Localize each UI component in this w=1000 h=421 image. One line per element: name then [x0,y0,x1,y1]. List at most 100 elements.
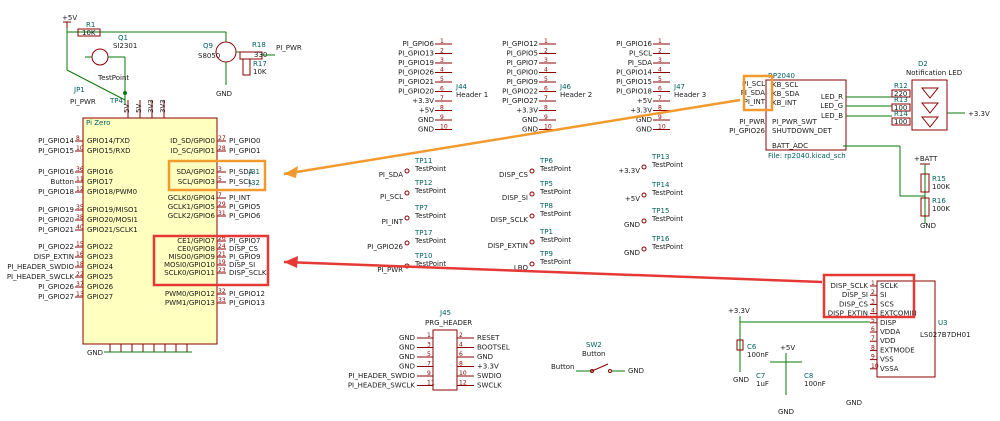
led-resistor-body [891,89,911,98]
r18-ref: R18 [252,41,266,49]
rp2040-pin-label: BATT_ADC [772,142,808,150]
pi-right-net: PI_INT [229,194,251,202]
pi-left-pin-num: 22 [76,271,84,278]
red-box-display-spi [822,273,916,319]
j45-left-num: 11 [427,380,435,387]
pi-top-pin-label: 3V3 [147,99,155,113]
rp2040-pin-label: KB_INT [772,99,797,107]
d2-ref: D2 [918,60,928,68]
pi-left-pin-name: GPIO24 [87,263,114,271]
testpoint-icon [404,240,410,246]
jp1-label: PI_PWR [70,98,96,106]
j45-right-net: SWCLK [477,382,502,390]
pi-right-pin-num: 21 [218,251,226,258]
tp4-ref: TP4 [109,97,123,105]
display-pin-name: SCLK [880,282,898,290]
header-pin-num: 4 [440,67,444,74]
pi-left-pin-num: 37 [76,281,84,288]
testpoint-label: TestPoint [414,260,446,268]
testpoint-icon [641,192,647,198]
testpoint-ref: TP6 [539,157,553,165]
pi-right-pin-name: ID_SC/GPIO1 [171,147,215,155]
pi-right-pin-name: GCLK2/GPIO6 [168,212,216,220]
header-pin-num: 3 [440,57,444,64]
testpoint-label: TestPoint [539,258,571,266]
pi-left-pin-num: 38 [76,214,84,221]
header-net: GND [522,126,538,134]
led-r-icon [920,87,940,99]
display-pin-num: 7 [871,335,875,342]
pi-right-pin-num: 19 [218,259,226,266]
testpoint-icon [404,215,410,221]
testpoint-label: TestPoint [414,237,446,245]
header-pin-num: 7 [658,95,662,102]
display-pin-name: VSS [880,356,894,364]
q1-val: SI2301 [113,42,137,50]
c6-gnd: GND [733,376,749,384]
pi-right-pin-name: MOSI0/GPIO10 [164,261,215,269]
pi-right-pin-name: ID_SD/GPIO0 [170,137,215,145]
j45-right-num: 10 [459,370,467,377]
pi-right-pin-name: PWM0/GPIO12 [165,290,215,298]
led-resistor-body [891,103,911,112]
pi-right-net: PI_GPIO6 [229,212,261,220]
d2-title: Notification LED [906,69,962,77]
header-net: PI_GPIO26 [398,69,434,77]
pi-left-net: PI_GPIO18 [38,188,74,196]
testpoint-label: TestPoint [539,210,571,218]
pi-right-net: PI_GPIO1 [229,147,260,155]
header-pin-num: 9 [544,114,548,121]
r17-body [242,58,251,76]
header-pin-num: 8 [440,105,444,112]
rp2040-pin-label: KB_SDA [772,90,800,98]
header-pin-num: 10 [658,124,666,131]
j45-right-num: 4 [459,342,463,349]
led-33v: +3.3V [968,110,990,118]
testpoint-ref: TP5 [539,180,553,188]
header-pin-num: 5 [544,76,548,83]
testpoint-label: TestPoint [651,243,683,251]
pi-right-pin-num: 28 [218,145,226,152]
testpoint-net: DISP_CS [499,171,529,179]
red-arrow [283,260,823,284]
rp2040-right-pin: LED_R [821,93,843,101]
sw2-lever [591,363,609,372]
j45-right-net: BOOTSEL [477,344,510,352]
pi-left-net: PI_GPIO16 [38,168,74,176]
pi-right-net: DISP_CS [229,245,259,253]
display-pin-num: 1 [871,280,875,287]
j45-left-net: GND [399,344,415,352]
c8-val: 100nF [804,380,826,388]
pi-left-net: PI_GPIO21 [38,226,74,234]
d2-body [911,79,948,131]
testpoint-icon [404,190,410,196]
pi-left-pin-name: GPIO19/MISO1 [87,206,138,214]
r16-body [920,197,930,217]
pi-right-pin-num: 26 [218,235,226,242]
pi-right-net: PI_SCL [229,178,252,186]
orange-arrow [283,98,741,176]
rp2040-left-net: PI_SDA [741,89,765,97]
testpoint-icon [529,168,535,174]
header-pin-num: 1 [544,38,548,45]
testpoint-net: GND [624,249,640,257]
header-net: PI_GPIO12 [502,40,538,48]
pi-right-pin-name: CE1/GPIO7 [177,237,215,245]
c6-ref: C6 [747,343,757,351]
pi-right-pin-num: 24 [218,243,226,250]
batt-label: +BATT [914,155,938,163]
header-net: PI_GPIO22 [502,88,538,96]
junction [123,91,127,95]
rp2040-left-net: PI_INT [744,98,766,106]
testpoint-label: TestPoint [414,187,446,195]
led-resistor-val: 220 [894,90,907,98]
testpoint-net: DISP_SCLK [491,216,529,224]
r1-val: 10K [82,29,96,37]
testpoint-net: GND [624,221,640,229]
pi-left-pin-num: 11 [76,176,84,183]
sw2-section: SW2 Button Button GND [551,341,644,375]
pi-right-pin-name: MISO0/GPIO9 [168,253,215,261]
header-net: PI_GPIO21 [398,78,434,86]
j45-left-num: 7 [427,361,431,368]
